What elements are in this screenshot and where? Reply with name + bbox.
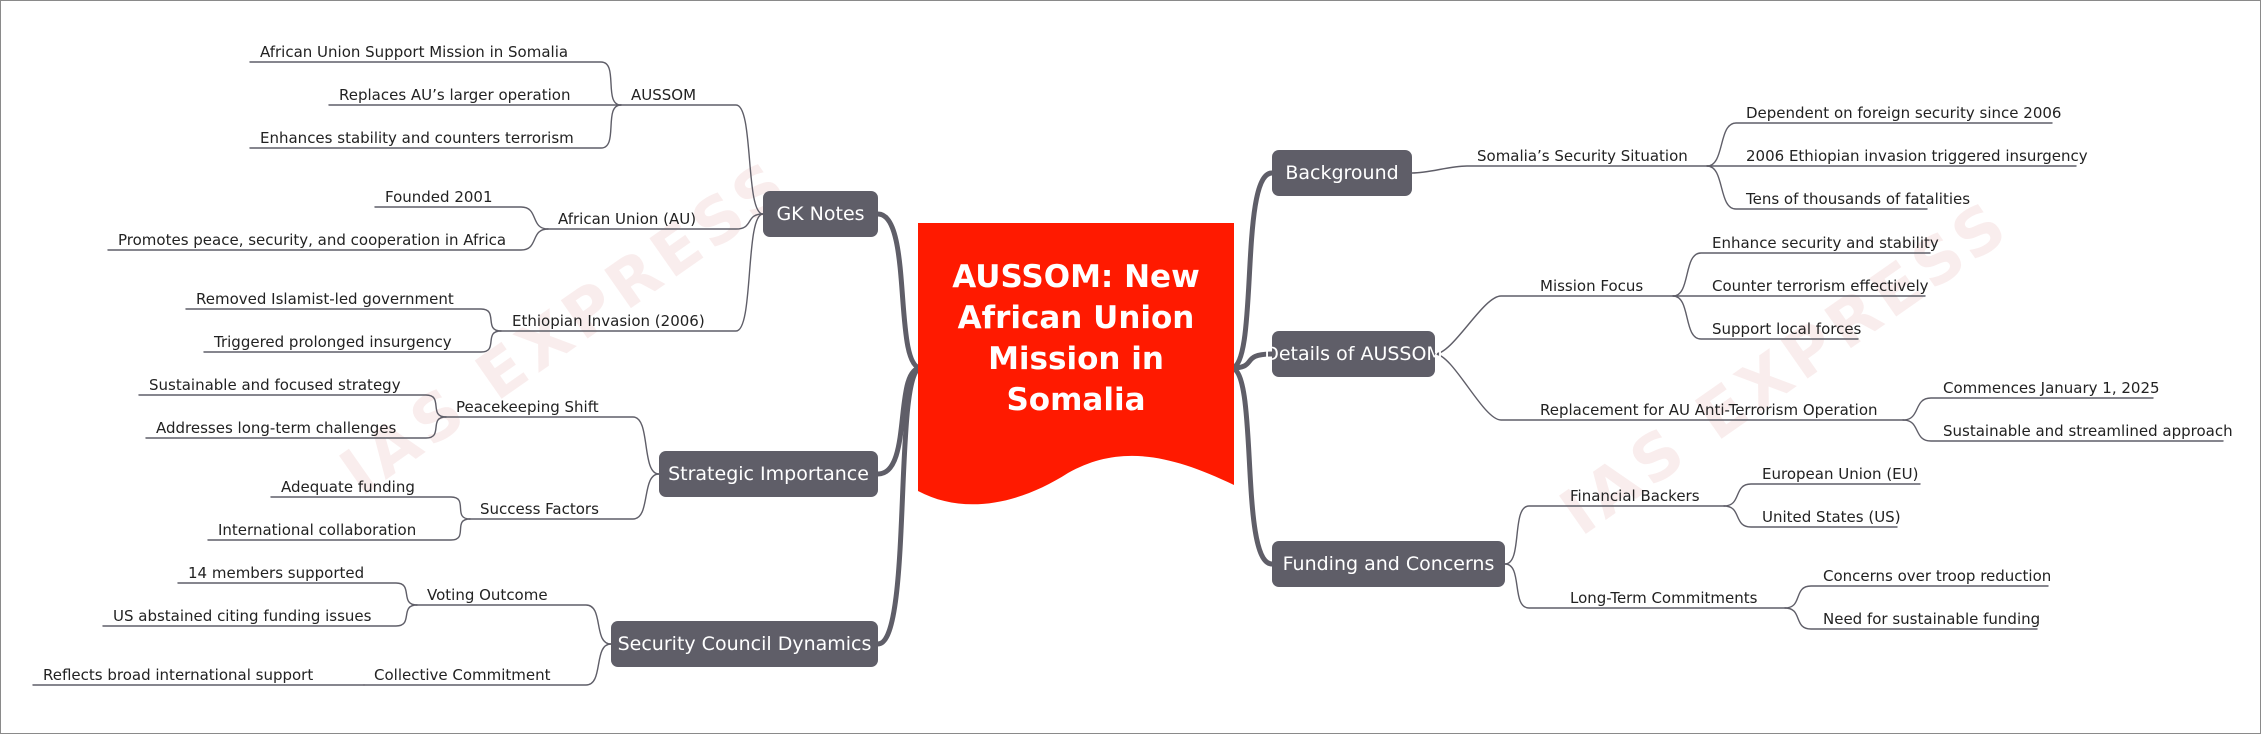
leaf-enhance-security[interactable]: Enhance security and stability: [1712, 234, 1939, 252]
leaf-enhances-stability[interactable]: Enhances stability and counters terroris…: [260, 129, 574, 147]
connector: [1672, 295, 1859, 340]
central-shape: [918, 223, 1234, 505]
connector: [875, 365, 924, 647]
connector: [620, 104, 764, 215]
connector: [207, 518, 471, 541]
connector: [445, 416, 660, 475]
leaf-long-term-challenges[interactable]: Addresses long-term challenges: [156, 419, 397, 437]
connector: [203, 330, 502, 353]
node-peacekeeping-shift[interactable]: Peacekeeping Shift: [456, 398, 599, 416]
leaf-sustainable-strategy[interactable]: Sustainable and focused strategy: [149, 376, 401, 394]
leaf-promotes-peace[interactable]: Promotes peace, security, and cooperatio…: [118, 231, 507, 249]
central-topic[interactable]: AUSSOM: New African Union Mission in Som…: [918, 223, 1234, 513]
leaf-triggered-prolonged-insurgency[interactable]: Triggered prolonged insurgency: [214, 333, 452, 351]
node-somalia-security[interactable]: Somalia’s Security Situation: [1477, 147, 1688, 165]
leaf-european-union[interactable]: European Union (EU): [1762, 465, 1919, 483]
connector: [107, 228, 549, 251]
leaf-founded-2001[interactable]: Founded 2001: [385, 188, 493, 206]
connector: [1706, 165, 1928, 210]
connector: [1902, 397, 2154, 421]
branch-security-council-dynamics[interactable]: Security Council Dynamics: [611, 621, 878, 667]
connector: [249, 61, 622, 106]
connector: [1784, 607, 2038, 630]
leaf-us-abstained[interactable]: US abstained citing funding issues: [113, 607, 372, 625]
leaf-fatalities[interactable]: Tens of thousands of fatalities: [1746, 190, 1971, 208]
connector: [416, 604, 612, 645]
node-success-factors[interactable]: Success Factors: [480, 500, 599, 518]
connector: [1434, 295, 1674, 355]
leaf-ethiopian-invasion-insurgency[interactable]: 2006 Ethiopian invasion triggered insurg…: [1746, 147, 2088, 165]
node-aussom[interactable]: AUSSOM: [631, 86, 697, 104]
leaf-adequate-funding[interactable]: Adequate funding: [281, 478, 415, 496]
branch-strategic-importance[interactable]: Strategic Importance: [659, 451, 878, 497]
node-ethiopian-invasion[interactable]: Ethiopian Invasion (2006): [512, 312, 705, 330]
connector: [469, 473, 660, 520]
connector: [875, 365, 924, 477]
connector: [363, 643, 612, 686]
connector: [875, 211, 924, 371]
branch-details-of-aussom[interactable]: Details of AUSSOM: [1264, 331, 1443, 377]
connector: [185, 308, 502, 332]
leaf-support-local-forces[interactable]: Support local forces: [1712, 320, 1862, 338]
connector: [1228, 351, 1275, 371]
node-mission-focus[interactable]: Mission Focus: [1540, 277, 1644, 295]
connector: [1706, 122, 2053, 167]
branch-gk-notes[interactable]: GK Notes: [763, 191, 878, 237]
connector: [177, 582, 418, 606]
connector: [1723, 483, 1921, 507]
connector: [1411, 165, 1708, 174]
connector: [145, 416, 447, 439]
leaf-troop-reduction[interactable]: Concerns over troop reduction: [1823, 567, 2052, 585]
central-title: AUSSOM: New African Union Mission in Som…: [952, 259, 1200, 418]
connector: [1504, 505, 1725, 565]
node-voting-outcome[interactable]: Voting Outcome: [427, 586, 548, 604]
leaf-commences-2025[interactable]: Commences January 1, 2025: [1943, 379, 2160, 397]
node-long-term-commitments[interactable]: Long-Term Commitments: [1570, 589, 1758, 607]
leaf-united-states[interactable]: United States (US): [1762, 508, 1901, 526]
node-collective-commitment[interactable]: Collective Commitment: [374, 666, 551, 684]
connector: [1723, 505, 1898, 528]
leaf-14-members[interactable]: 14 members supported: [188, 564, 365, 582]
connector: [500, 213, 764, 332]
branch-background[interactable]: Background: [1272, 150, 1412, 196]
leaf-sustainable-approach[interactable]: Sustainable and streamlined approach: [1943, 422, 2233, 440]
leaf-broad-international-support[interactable]: Reflects broad international support: [43, 666, 314, 684]
leaf-counter-terrorism[interactable]: Counter terrorism effectively: [1712, 277, 1929, 295]
connector: [547, 213, 764, 230]
connector: [1672, 252, 1931, 297]
node-african-union[interactable]: African Union (AU): [558, 210, 697, 228]
connector: [1228, 365, 1275, 567]
branch-funding-and-concerns[interactable]: Funding and Concerns: [1272, 541, 1505, 587]
leaf-international-collaboration[interactable]: International collaboration: [218, 521, 417, 539]
node-financial-backers[interactable]: Financial Backers: [1570, 487, 1700, 505]
connector: [102, 604, 418, 627]
leaf-removed-islamist-government[interactable]: Removed Islamist-led government: [196, 290, 454, 308]
connector: [1504, 563, 1786, 609]
connector: [374, 206, 549, 230]
leaf-replaces-au-operation[interactable]: Replaces AU’s larger operation: [339, 86, 571, 104]
connector: [1434, 353, 1904, 421]
connector: [1228, 170, 1275, 371]
connector: [249, 104, 622, 149]
leaf-au-support-mission[interactable]: African Union Support Mission in Somalia: [260, 43, 569, 61]
connector: [138, 394, 447, 418]
leaf-dependent-foreign-security[interactable]: Dependent on foreign security since 2006: [1746, 104, 2062, 122]
connector: [1784, 585, 2049, 609]
leaf-sustainable-funding[interactable]: Need for sustainable funding: [1823, 610, 2041, 628]
node-replacement-operation[interactable]: Replacement for AU Anti-Terrorism Operat…: [1540, 401, 1878, 419]
connector: [270, 496, 471, 520]
connector: [1902, 419, 2224, 442]
